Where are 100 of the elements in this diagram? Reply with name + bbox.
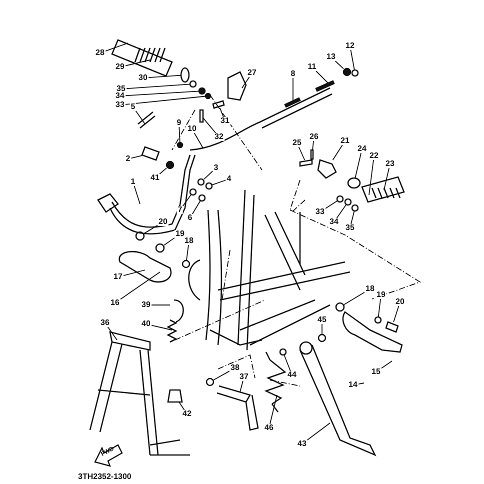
- leader-line: [316, 70, 330, 86]
- leader-line: [240, 380, 244, 392]
- callout-number: 17: [112, 273, 124, 281]
- nut-drawing: [198, 87, 206, 95]
- callout-number: 12: [344, 42, 356, 50]
- leader-line: [159, 168, 167, 174]
- callout-number: 5: [130, 103, 136, 111]
- leader-line: [178, 402, 185, 410]
- leader-line: [358, 382, 364, 384]
- callout-number: 42: [182, 410, 192, 418]
- callout-number: 7: [176, 206, 184, 214]
- callout-number: 41: [150, 174, 160, 182]
- collar-drawing: [189, 80, 197, 88]
- leader-line: [284, 354, 291, 372]
- callout-number: 3: [212, 164, 220, 172]
- cotter-pin-drawing: [310, 149, 314, 160]
- callout-number: 1: [130, 178, 136, 186]
- bolt-drawing: [385, 321, 399, 333]
- leader-line: [135, 110, 146, 124]
- collar-drawing: [141, 146, 160, 161]
- leader-line: [381, 360, 392, 369]
- leader-line: [125, 96, 206, 105]
- clip-drawing: [206, 378, 214, 386]
- leader-line: [336, 204, 346, 218]
- callout-number: 24: [356, 145, 368, 153]
- callout-number: 33: [314, 208, 326, 216]
- bolt-drawing: [279, 348, 287, 356]
- callout-number: 8: [290, 70, 296, 78]
- callout-number: 11: [306, 63, 318, 71]
- callout-number: 20: [394, 298, 406, 306]
- leader-line: [194, 132, 204, 148]
- callout-number: 18: [184, 237, 194, 245]
- part-number: 3TH2352-1300: [78, 472, 132, 481]
- rubber-stopper-drawing: [167, 389, 183, 403]
- callout-number: 33: [114, 101, 126, 109]
- callout-number: 38: [230, 364, 240, 372]
- nut-drawing: [336, 195, 344, 203]
- callout-number: 34: [328, 218, 340, 226]
- leader-line: [126, 84, 190, 90]
- cap-drawing: [351, 204, 359, 212]
- callout-number: 26: [308, 133, 320, 141]
- callout-number: 21: [340, 137, 350, 145]
- bolt-drawing: [135, 231, 145, 241]
- leader-line: [125, 90, 200, 96]
- callout-number: 4: [226, 175, 232, 183]
- leader-line: [107, 326, 118, 340]
- callout-number: 31: [220, 117, 230, 125]
- leader-line: [178, 126, 180, 143]
- callout-number: 29: [114, 63, 126, 71]
- nut-drawing: [176, 142, 184, 148]
- leader-line: [134, 186, 140, 204]
- leader-line: [219, 108, 224, 118]
- leader-line: [344, 292, 365, 306]
- callout-number: 36: [100, 319, 110, 327]
- leader-line: [151, 324, 172, 330]
- leader-line: [123, 270, 146, 276]
- collar-drawing: [344, 198, 352, 206]
- callout-number: 35: [344, 224, 356, 232]
- leader-line: [325, 200, 338, 209]
- leader-line: [242, 76, 250, 88]
- leader-line: [204, 170, 214, 180]
- leader-line: [105, 42, 128, 52]
- callout-number: 43: [296, 440, 308, 448]
- clevis-pin-drawing: [212, 100, 225, 109]
- leader-line: [334, 60, 344, 70]
- leader-line: [182, 194, 192, 206]
- callout-number: 25: [292, 139, 302, 147]
- callout-number: 40: [140, 320, 152, 328]
- leader-line: [368, 160, 374, 196]
- leader-line: [213, 370, 230, 380]
- callout-number: 30: [138, 74, 148, 82]
- callout-number: 13: [326, 53, 336, 61]
- leader-line: [298, 146, 306, 160]
- nut-drawing: [318, 334, 326, 342]
- leader-line: [151, 304, 170, 306]
- leader-line: [148, 74, 182, 78]
- leader-line: [378, 298, 381, 318]
- callout-number: 28: [94, 49, 106, 57]
- leader-line: [393, 306, 400, 322]
- callout-number: 34: [114, 92, 126, 100]
- callout-number: 23: [384, 160, 396, 168]
- washer-drawing: [198, 194, 206, 202]
- leader-line: [350, 210, 355, 224]
- leader-line: [186, 244, 189, 261]
- leader-line: [164, 237, 175, 246]
- leader-line: [354, 152, 362, 178]
- callout-number: 2: [124, 155, 132, 163]
- callout-number: 16: [110, 299, 120, 307]
- callout-number: 44: [286, 371, 298, 379]
- leader-line: [332, 144, 343, 160]
- leader-line: [120, 272, 160, 300]
- nut-drawing: [342, 68, 352, 76]
- callout-number: 32: [214, 133, 224, 141]
- callout-number: 14: [348, 381, 358, 389]
- leader-line: [192, 200, 201, 214]
- callout-number: 35: [116, 85, 126, 93]
- cotter-pin-drawing: [199, 109, 204, 123]
- washer-drawing: [155, 243, 165, 253]
- cap-drawing: [351, 69, 359, 77]
- leader-line: [350, 50, 355, 70]
